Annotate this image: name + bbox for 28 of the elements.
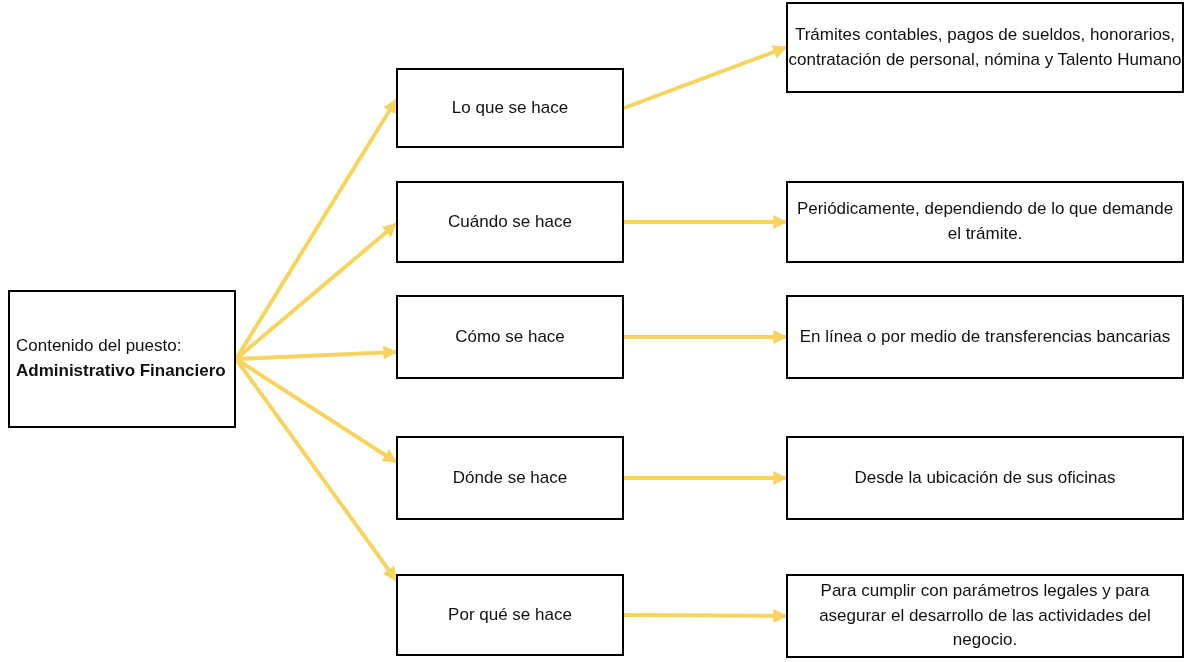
arrow	[624, 330, 788, 344]
text-box	[396, 181, 624, 263]
box-text: Por qué se hace	[448, 603, 572, 626]
box-text: Contenido del puesto:	[16, 335, 182, 358]
box-text: Para cumplir con parámetros legales y para asegurar el desarrollo de las actividades del negocio.	[818, 580, 1152, 652]
box-text: Desde la ubicación de sus oficinas	[854, 466, 1116, 489]
box-text: Cuándo se hace	[448, 210, 572, 233]
text-box	[396, 295, 624, 379]
text-box	[396, 574, 624, 656]
text-box	[786, 295, 1184, 379]
box-heading: Administrativo Financiero	[16, 360, 226, 382]
arrow	[624, 215, 788, 229]
text-box	[396, 68, 624, 148]
box-text: Trámites contables, pagos de sueldos, honorarios, contratación de personal, nómina y Talento Humano	[788, 23, 1182, 71]
arrow	[623, 45, 788, 110]
box-text: Cómo se hace	[455, 325, 565, 348]
text-box	[786, 436, 1184, 520]
text-box	[786, 574, 1184, 658]
box-text: Dónde se hace	[452, 466, 568, 489]
text-box	[8, 290, 236, 428]
text-box	[396, 436, 624, 520]
text-box	[786, 181, 1184, 263]
text-box	[786, 2, 1184, 93]
box-text: Lo que se hace	[451, 96, 569, 119]
arrow	[624, 608, 788, 623]
arrow	[624, 471, 788, 485]
box-text: En línea o por medio de transferencias bancarias	[799, 325, 1171, 348]
box-text: Periódicamente, dependiendo de lo que demande el trámite.	[795, 198, 1175, 245]
